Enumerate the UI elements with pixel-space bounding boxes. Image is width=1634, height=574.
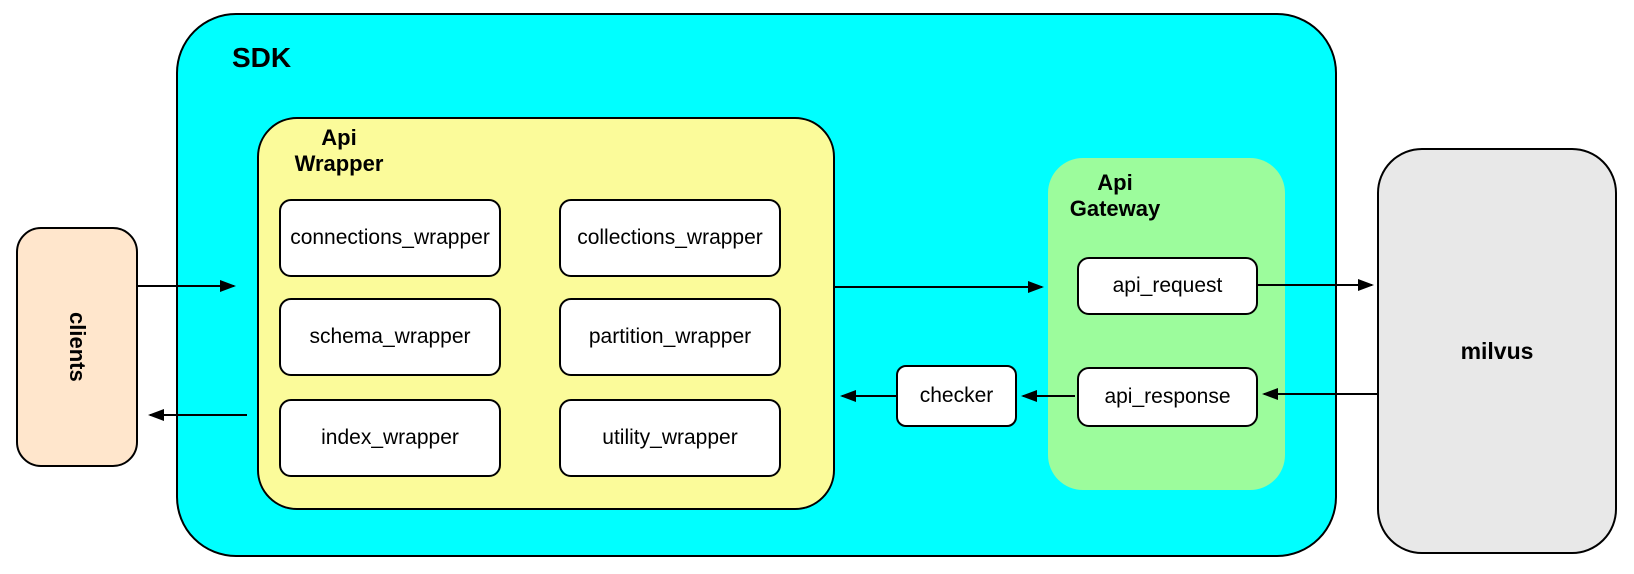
node-utility-wrapper: utility_wrapper <box>559 399 781 477</box>
node-schema-wrapper-label: schema_wrapper <box>309 325 471 348</box>
node-checker-label: checker <box>919 384 994 407</box>
api-gateway-container: Api Gateway api_request api_response <box>1048 158 1285 490</box>
node-utility-wrapper-label: utility_wrapper <box>602 426 738 449</box>
node-partition-wrapper: partition_wrapper <box>559 298 781 376</box>
node-api-response: api_response <box>1077 367 1258 427</box>
node-checker: checker <box>896 365 1017 427</box>
node-connections-wrapper: connections_wrapper <box>279 199 501 277</box>
node-collections-wrapper: collections_wrapper <box>559 199 781 277</box>
node-milvus-label: milvus <box>1460 337 1534 364</box>
node-milvus: milvus <box>1377 148 1617 554</box>
node-connections-wrapper-label: connections_wrapper <box>290 226 490 249</box>
node-api-response-label: api_response <box>1104 385 1231 408</box>
node-clients: clients <box>16 227 138 467</box>
node-api-request: api_request <box>1077 257 1258 315</box>
node-index-wrapper-label: index_wrapper <box>321 426 459 449</box>
sdk-label: SDK <box>232 42 292 73</box>
node-partition-wrapper-label: partition_wrapper <box>588 325 752 348</box>
api-wrapper-label: Api Wrapper <box>294 125 384 176</box>
node-schema-wrapper: schema_wrapper <box>279 298 501 376</box>
api-gateway-label: Api Gateway <box>1069 170 1161 221</box>
api-wrapper-container: Api Wrapper connections_wrapper collecti… <box>257 117 835 510</box>
node-clients-label: clients <box>65 312 90 382</box>
node-collections-wrapper-label: collections_wrapper <box>577 226 763 249</box>
node-index-wrapper: index_wrapper <box>279 399 501 477</box>
node-api-request-label: api_request <box>1112 274 1223 297</box>
